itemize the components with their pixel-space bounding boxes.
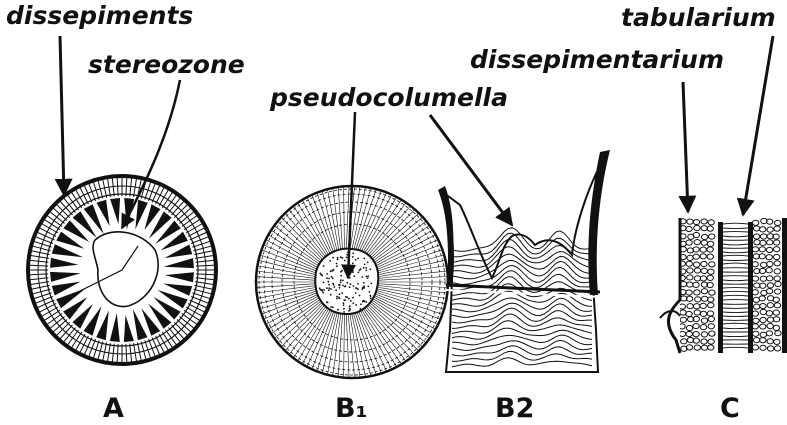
arrow-pseudocolumella-b2 bbox=[430, 115, 512, 225]
label-pseudocolumella: pseudocolumella bbox=[270, 85, 508, 110]
label-tabularium: tabularium bbox=[621, 5, 776, 30]
specimen-a-transverse-section bbox=[28, 176, 216, 364]
specimen-c-longitudinal-section bbox=[660, 218, 787, 353]
arrow-dissepimentarium bbox=[683, 82, 688, 212]
caption-a: A bbox=[103, 395, 124, 422]
caption-c: C bbox=[720, 395, 740, 422]
label-dissepimentarium: dissepimentarium bbox=[470, 47, 724, 72]
arrow-dissepiments bbox=[60, 36, 64, 195]
specimen-b1-transverse-section bbox=[254, 184, 450, 380]
label-dissepiments: dissepiments bbox=[6, 3, 193, 28]
label-stereozone: stereozone bbox=[88, 52, 245, 77]
caption-b2: B2 bbox=[495, 395, 534, 422]
caption-b1: B₁ bbox=[335, 395, 367, 422]
specimen-b2-longitudinal-section bbox=[438, 150, 610, 372]
arrow-tabularium bbox=[743, 36, 773, 215]
